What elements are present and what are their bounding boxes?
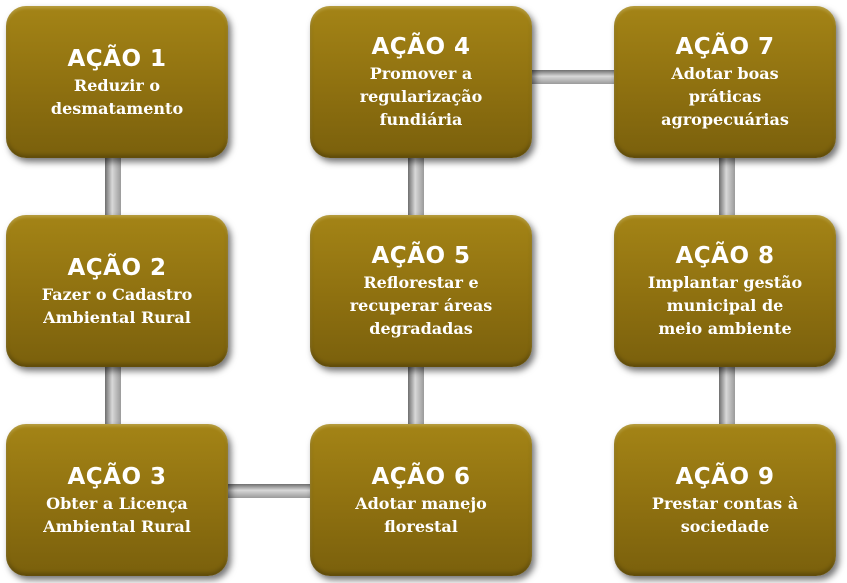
action-title: AÇÃO 3 (67, 463, 167, 490)
connector-1-2 (105, 150, 121, 230)
action-box-8: AÇÃO 8 Implantar gestão municipal de mei… (614, 215, 836, 367)
action-box-7: AÇÃO 7 Adotar boas práticas agropecuária… (614, 6, 836, 158)
connector-5-6 (408, 358, 424, 438)
action-box-3: AÇÃO 3 Obter a Licença Ambiental Rural (6, 424, 228, 576)
connector-3-6 (215, 484, 325, 498)
connector-8-9 (719, 358, 735, 438)
action-box-4: AÇÃO 4 Promover a regularização fundiári… (310, 6, 532, 158)
action-description: Prestar contas à sociedade (651, 493, 799, 536)
action-box-5: AÇÃO 5 Reflorestar e recuperar áreas deg… (310, 215, 532, 367)
action-title: AÇÃO 4 (371, 34, 471, 60)
action-title: AÇÃO 6 (371, 463, 471, 490)
action-description: Adotar manejo florestal (355, 493, 487, 536)
action-title: AÇÃO 5 (371, 243, 471, 269)
action-description: Promover a regularização fundiária (359, 64, 483, 129)
action-description: Adotar boas práticas agropecuárias (661, 64, 789, 129)
action-description: Reflorestar e recuperar áreas degradadas (349, 273, 493, 338)
action-description: Reduzir o desmatamento (50, 75, 184, 118)
connector-4-5 (408, 150, 424, 230)
action-description: Obter a Licença Ambiental Rural (43, 493, 191, 536)
action-title: AÇÃO 1 (67, 45, 167, 72)
action-description: Fazer o Cadastro Ambiental Rural (41, 284, 193, 327)
action-title: AÇÃO 2 (67, 254, 167, 281)
action-box-9: AÇÃO 9 Prestar contas à sociedade (614, 424, 836, 576)
action-box-1: AÇÃO 1 Reduzir o desmatamento (6, 6, 228, 158)
action-box-2: AÇÃO 2 Fazer o Cadastro Ambiental Rural (6, 215, 228, 367)
connector-2-3 (105, 358, 121, 438)
action-description: Implantar gestão municipal de meio ambie… (647, 273, 803, 338)
action-box-6: AÇÃO 6 Adotar manejo florestal (310, 424, 532, 576)
action-title: AÇÃO 9 (675, 463, 775, 490)
action-title: AÇÃO 7 (675, 34, 775, 60)
action-title: AÇÃO 8 (675, 243, 775, 269)
connector-7-8 (719, 150, 735, 230)
connector-4-7 (520, 70, 630, 84)
